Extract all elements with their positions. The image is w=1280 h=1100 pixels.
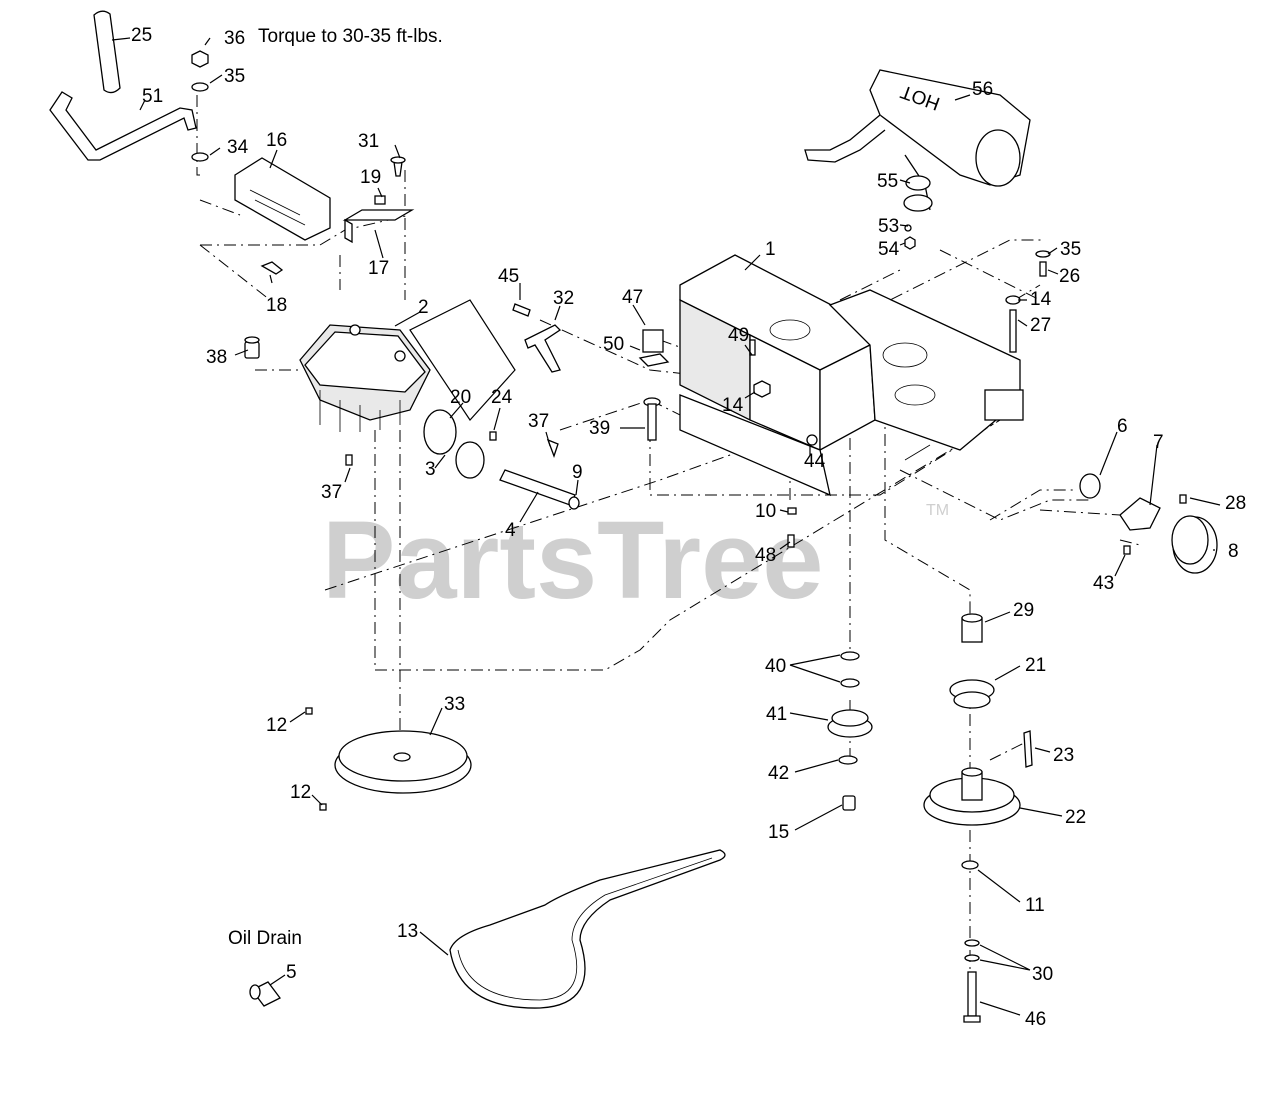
part-25-handle [93,10,121,94]
part-8-pulley [1079,473,1218,574]
callout: 46 [1025,1009,1046,1030]
callout-labels: 1 2 3 4 5 6 7 8 9 10 11 12 12 13 14 14 1… [131,25,1246,1030]
part-33-pulley [305,707,472,811]
callout: 1 [765,239,776,260]
callout: 4 [505,520,516,541]
callout: 51 [142,86,163,107]
callout: 6 [1117,416,1128,437]
part-32-link [512,303,562,373]
callout: 26 [1059,266,1080,287]
callout: 40 [765,656,786,677]
callout: 12 [290,782,311,803]
callout: 44 [804,451,826,472]
callout: 42 [768,763,789,784]
callout: 25 [131,25,152,46]
callout: 47 [622,287,643,308]
callout: 35 [1060,239,1081,260]
callout: 3 [425,459,436,480]
part-38-fitting [244,336,260,359]
callout: 55 [877,171,898,192]
part-41-idler [827,651,873,811]
part-5-oil-drain [249,981,281,1007]
watermark: PartsTree [322,499,823,622]
callout: 50 [603,334,624,355]
callout: 9 [572,462,583,483]
callout: 37 [321,482,342,503]
hardware-small [749,339,818,548]
callout: 49 [728,325,749,346]
callout: 8 [1228,541,1239,562]
part-2-gearbox [299,324,431,432]
callout: 12 [266,715,287,736]
callout: 10 [755,501,776,522]
callout: 35 [224,66,245,87]
callout: 39 [589,418,610,439]
callout: 5 [286,962,297,983]
hardware-right [1005,250,1051,353]
part-1-frame [679,254,1024,497]
callout: 53 [878,216,899,237]
callout: 38 [206,347,227,368]
part-51-lever [49,91,197,161]
callout: 14 [722,395,744,416]
leader-lines [111,37,1221,1016]
torque-note: Torque to 30-35 ft-lbs. [258,26,443,47]
callout: 16 [266,130,287,151]
callout: 41 [766,704,787,725]
callout: 2 [418,297,429,318]
callout: 14 [1030,289,1052,310]
callout: 22 [1065,807,1086,828]
callout: 20 [450,387,471,408]
callout: 27 [1030,315,1051,336]
callout: 48 [755,545,776,566]
callout: 37 [528,411,549,432]
hardware-36-35-34 [191,50,209,162]
callout: 34 [227,137,249,158]
callout: 30 [1032,964,1053,985]
callout: 24 [491,387,513,408]
callout: 32 [553,288,574,309]
callout: 45 [498,266,519,287]
callout: 54 [878,239,900,260]
callout: 36 [224,28,245,49]
part-22-pulley [923,613,1033,1023]
part-56-muffler: HOT [804,69,1031,250]
callout: 33 [444,694,465,715]
callout: 11 [1025,895,1045,916]
callout: 28 [1225,493,1246,514]
callout: 19 [360,167,381,188]
callout: 15 [768,822,789,843]
callout: 56 [972,79,993,100]
part-3-coupler [345,299,559,479]
part-39-bolt [643,397,661,441]
part-17-bracket [342,156,415,244]
part-47-switch [638,329,670,367]
callout: 29 [1013,600,1034,621]
callout: 13 [397,921,418,942]
part-4-shaft [499,469,580,510]
callout: 43 [1093,573,1114,594]
trademark: TM [926,502,949,519]
callout: 23 [1053,745,1074,766]
callout: 17 [368,258,389,279]
part-16-cover [234,157,331,241]
callout: 7 [1153,432,1164,453]
part-18-screw [260,261,284,275]
part-13-belt [449,849,726,1009]
oil-drain-label: Oil Drain [228,928,302,949]
callout: 31 [358,131,379,152]
callout: 18 [266,295,287,316]
callout: 21 [1025,655,1046,676]
